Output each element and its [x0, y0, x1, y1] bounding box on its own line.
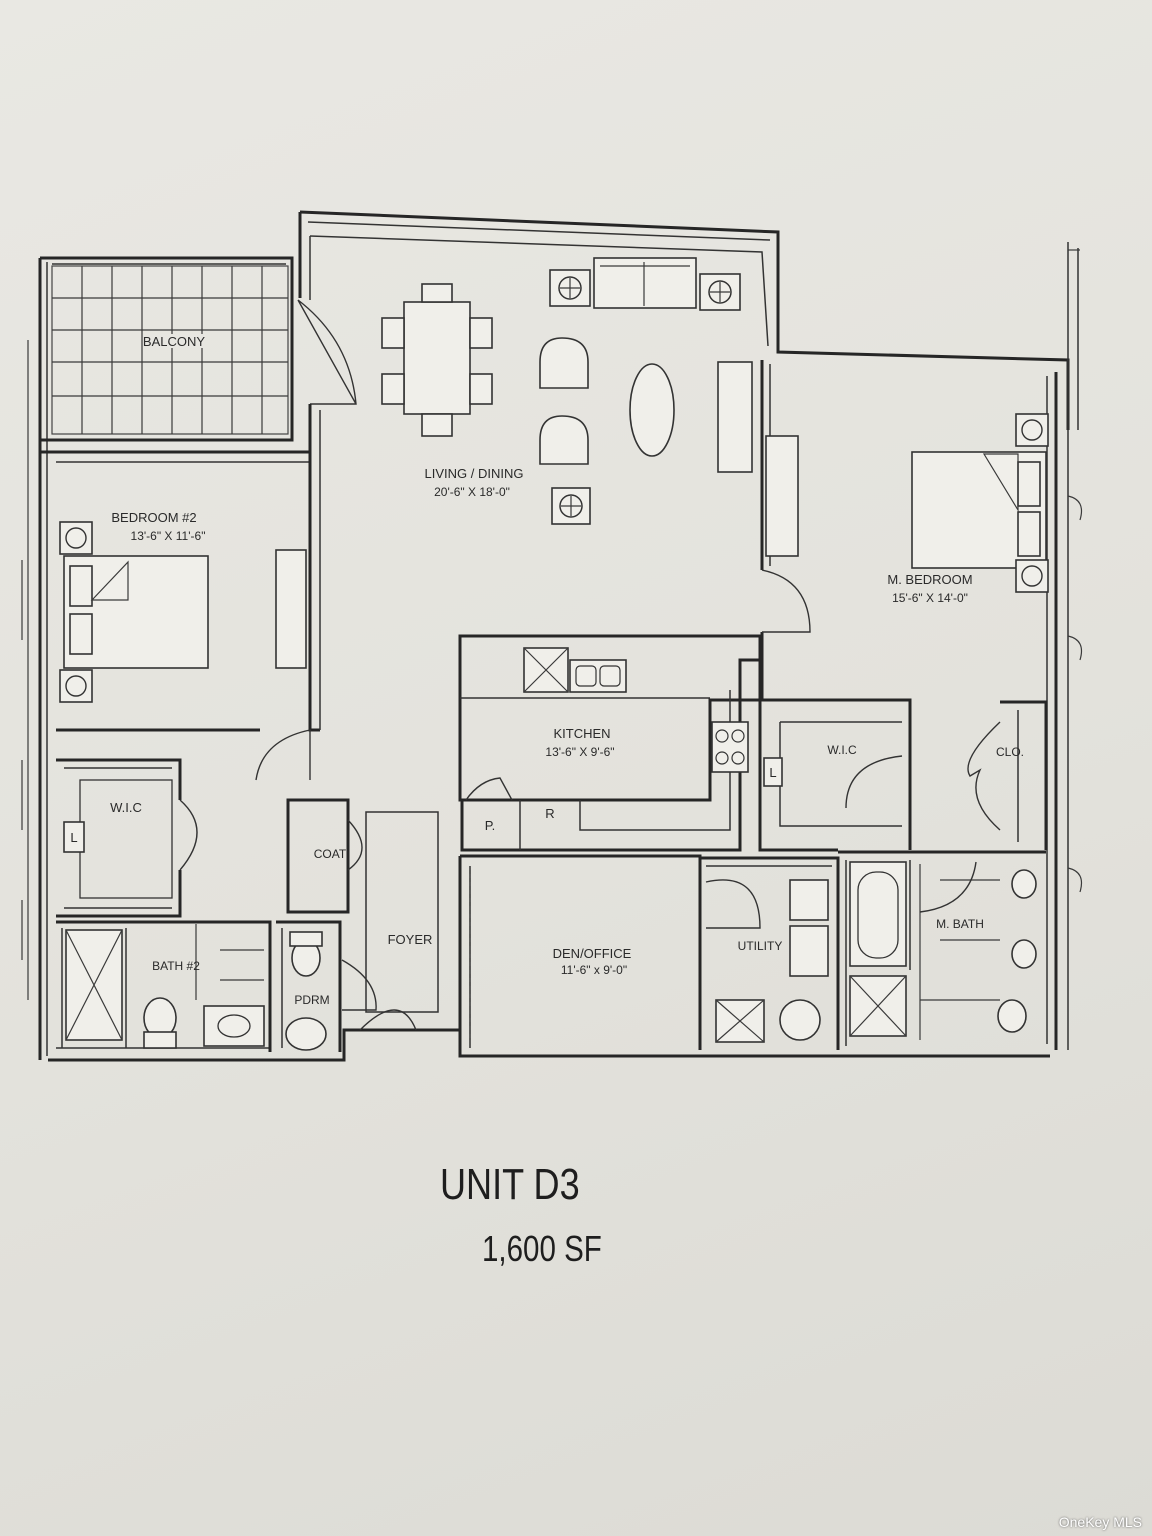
master-bedroom-size: 15'-6" X 14'-0" [892, 591, 968, 605]
exterior-walls [21, 210, 1080, 1062]
entry-door [359, 1009, 417, 1031]
kitchen-size: 13'-6" X 9'-6" [545, 745, 614, 759]
bedroom2-label: BEDROOM #2 [111, 510, 196, 525]
unit-area: 1,600 SF [482, 1228, 602, 1269]
balcony-door [297, 299, 357, 405]
utility-label: UTILITY [738, 939, 783, 953]
master-bath-fixtures [849, 861, 1037, 1040]
master-bedroom-label: M. BEDROOM [887, 572, 972, 587]
wic-left-label: W.I.C [110, 800, 142, 815]
closet-label: CLO. [996, 745, 1024, 759]
bedroom2-furniture [59, 521, 311, 781]
living-dining-size: 20'-6" X 18'-0" [434, 485, 510, 499]
unit-title: UNIT D3 [440, 1160, 580, 1209]
living-sofa [539, 257, 753, 525]
dining-table [381, 283, 493, 437]
den-office-size: 11'-6" x 9'-0" [561, 963, 627, 977]
balcony: BALCONY [51, 265, 289, 435]
refrigerator-label: R [545, 806, 554, 821]
den-office-label: DEN/OFFICE [553, 946, 632, 961]
linen-left-label: L [70, 830, 77, 845]
exterior-door-marks [1067, 495, 1083, 893]
bath2-label: BATH #2 [152, 959, 200, 973]
wic-left: L [63, 779, 198, 899]
pdrm-fixtures [285, 931, 377, 1051]
bath2-fixtures [65, 924, 265, 1049]
balcony-label: BALCONY [143, 334, 205, 349]
living-dining-label: LIVING / DINING [425, 466, 524, 481]
coat-door [347, 819, 363, 871]
interior-walls [40, 360, 1048, 1052]
utility-fixtures [705, 879, 829, 1043]
pantry-label: P. [485, 818, 496, 833]
pdrm-label: PDRM [294, 993, 329, 1007]
master-bath-label: M. BATH [936, 917, 984, 931]
bedroom2-size: 13'-6" X 11'-6" [131, 529, 206, 543]
master-bedroom-furniture [761, 413, 1049, 633]
wic-right: L [763, 755, 903, 809]
kitchen-label: KITCHEN [553, 726, 610, 741]
wic-right-label: W.I.C [827, 743, 857, 757]
kitchen-fixtures [465, 647, 749, 801]
coat-label: COAT [314, 847, 347, 861]
clo-door [967, 721, 1001, 831]
linen-right-label: L [769, 765, 776, 780]
foyer-label: FOYER [388, 932, 433, 947]
watermark: OneKey MLS [1058, 1514, 1142, 1530]
